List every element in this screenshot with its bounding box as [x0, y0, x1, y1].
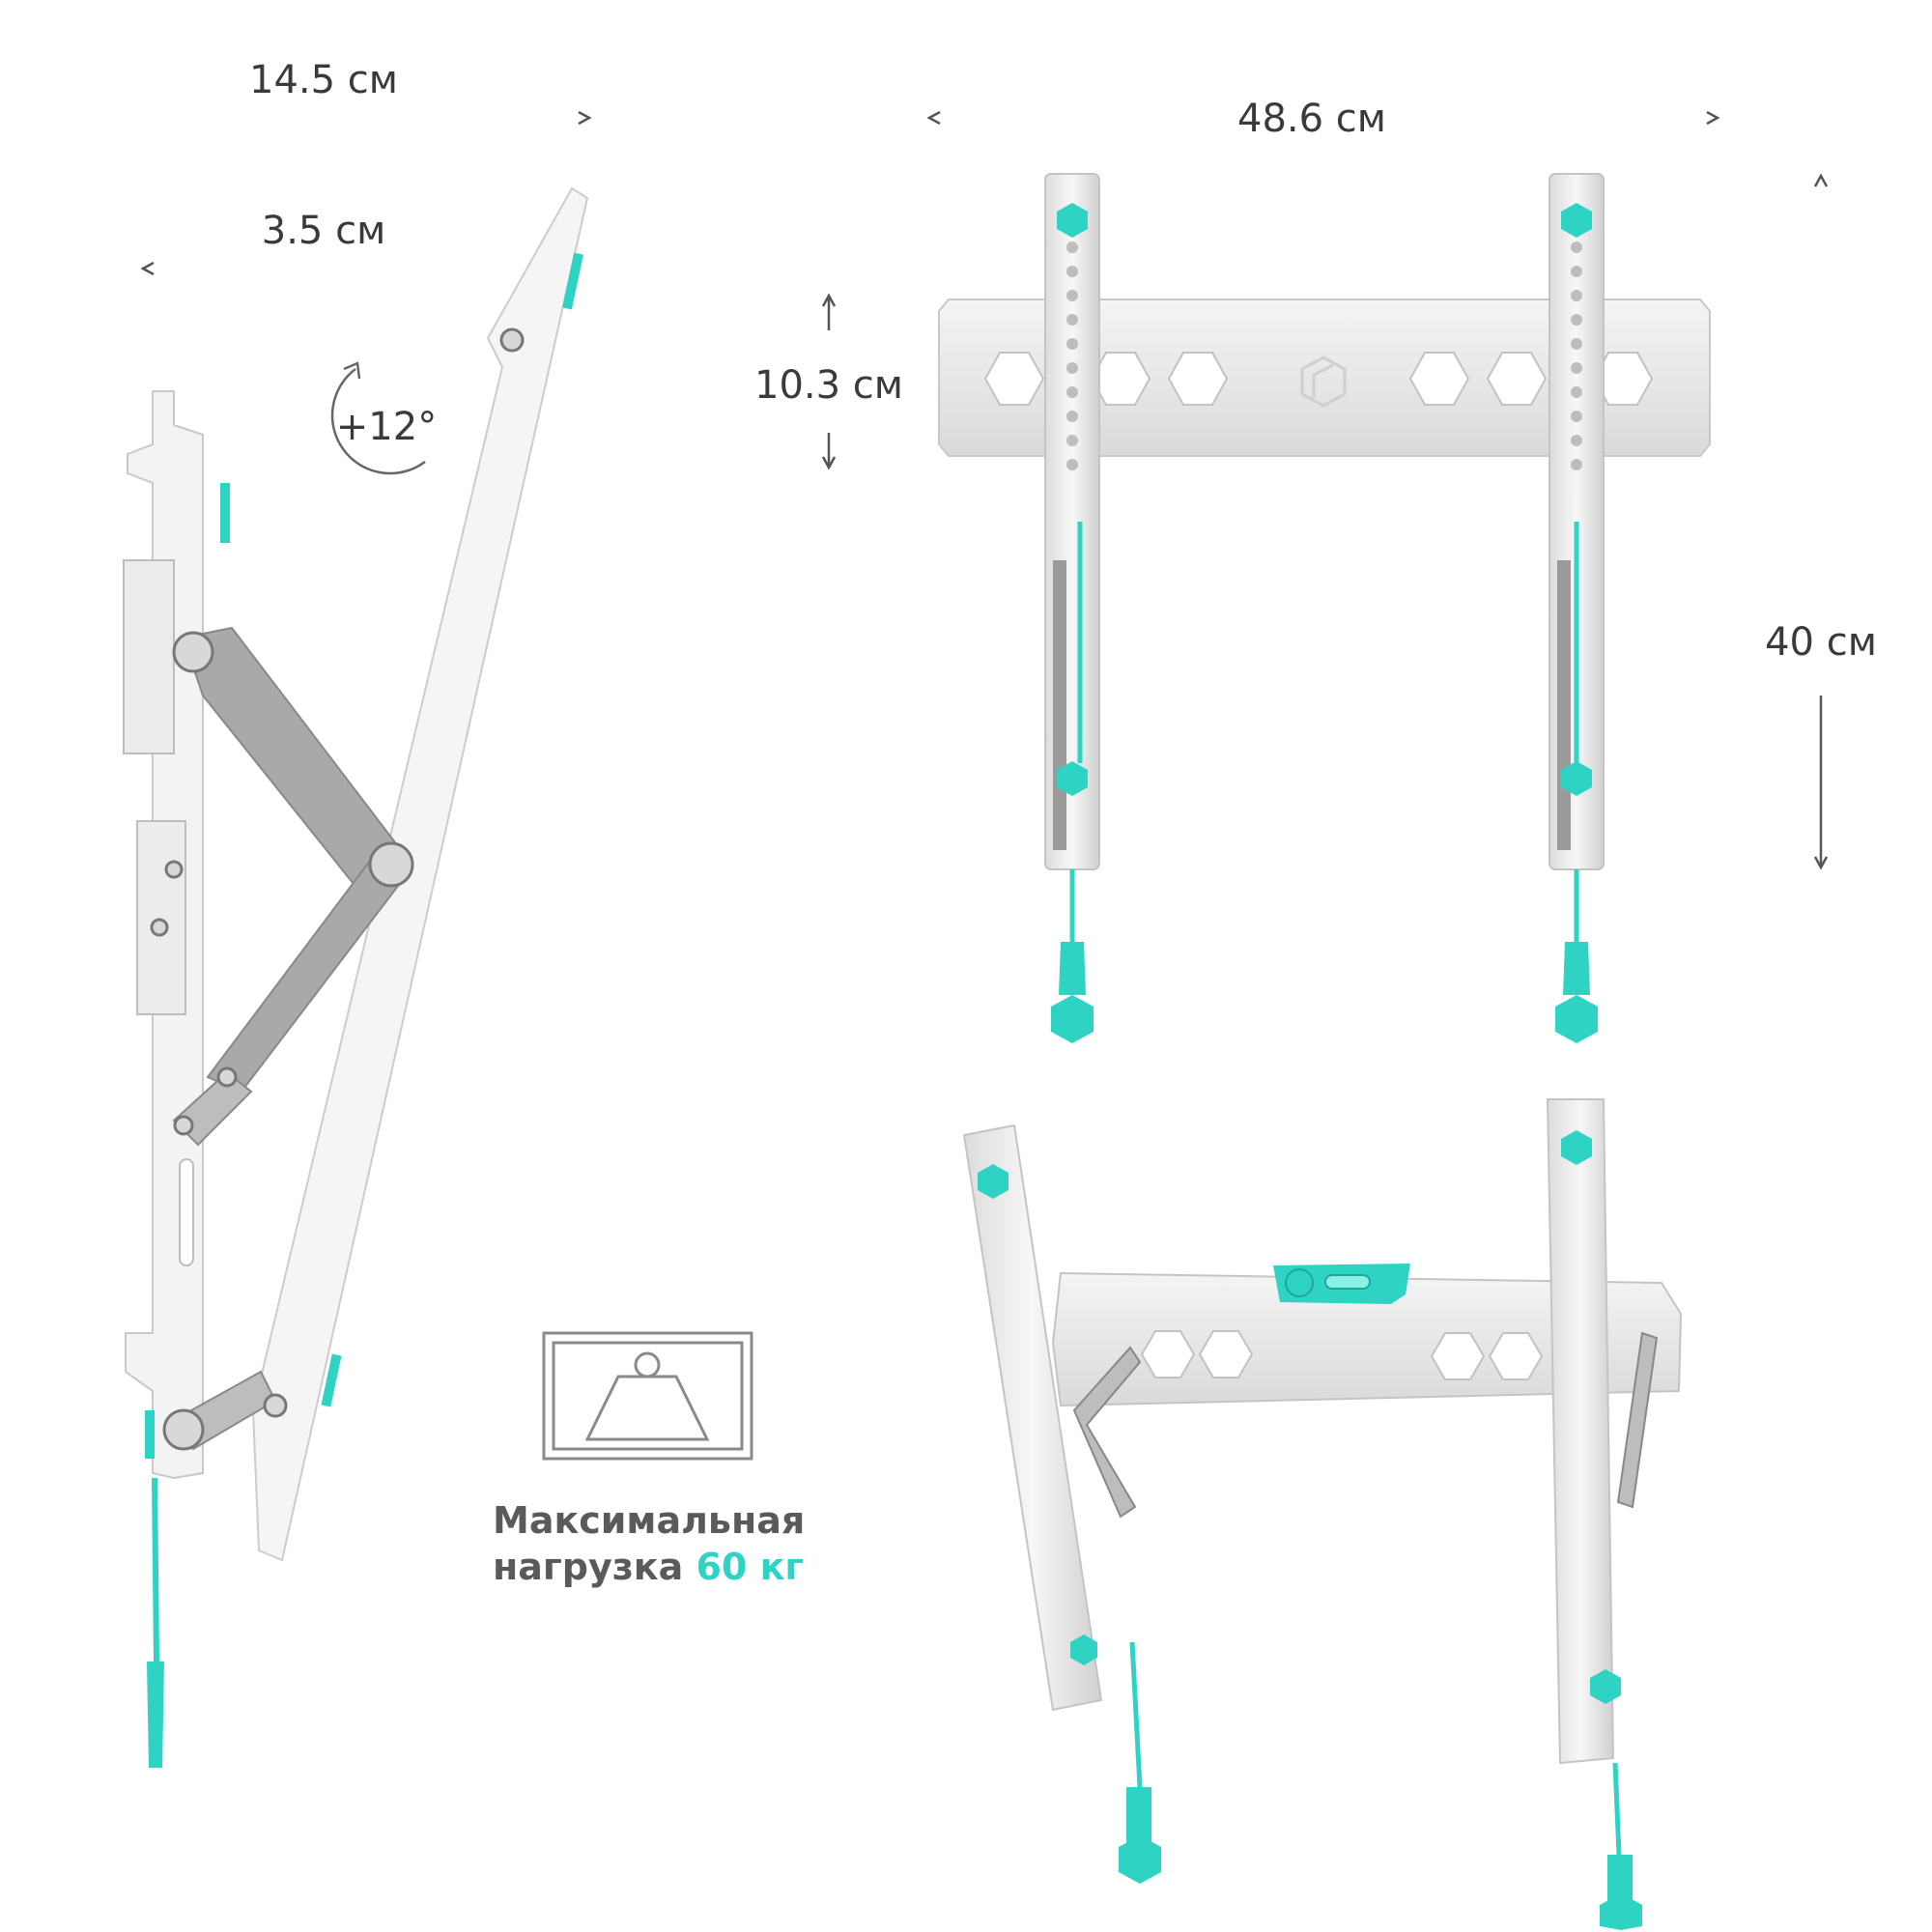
bracket-holes	[1066, 242, 1582, 470]
rail-cutouts	[983, 352, 1654, 406]
safety-caps	[978, 1130, 1621, 1704]
slot	[179, 1158, 194, 1266]
safety-tab	[220, 483, 230, 543]
safety-cords	[1119, 1641, 1642, 1930]
bubble-level-icon	[1273, 1264, 1410, 1304]
weight-icon	[542, 1331, 753, 1461]
max-load-prefix: нагрузка	[493, 1546, 684, 1588]
safety-pull-tab	[147, 1662, 164, 1768]
rail-height-label: 10.3 см	[754, 363, 903, 408]
scissor-arm	[1072, 1346, 1142, 1519]
max-load-value: 60 кг	[696, 1546, 805, 1588]
max-load-caption: Максимальная нагрузка 60 кг	[493, 1497, 805, 1590]
safety-caps	[1057, 203, 1592, 796]
brand-logo	[1300, 355, 1347, 408]
tv-bracket-right	[1546, 1098, 1615, 1765]
safety-cords	[1051, 869, 1598, 1043]
safety-tab	[145, 1410, 155, 1459]
tilt-label: +12°	[336, 405, 437, 449]
scissor-arm	[1616, 1331, 1659, 1509]
wall-rail	[938, 298, 1711, 457]
side-view: 14.5 см 3.5 см +12°	[123, 58, 589, 1768]
width-label: 48.6 см	[1237, 97, 1386, 141]
max-load-line1: Максимальная	[493, 1499, 806, 1542]
front-view: 48.6 см 10.3 см 40 см	[754, 97, 1877, 1043]
max-load-line2: нагрузка 60 кг	[493, 1544, 805, 1590]
safety-tab	[321, 1353, 342, 1407]
safety-tab	[562, 252, 583, 310]
perspective-view	[962, 1098, 1683, 1930]
wall-clip	[123, 559, 175, 754]
tv-plate	[251, 186, 589, 1562]
height-label: 40 см	[1765, 620, 1877, 665]
tv-bracket-left	[962, 1123, 1103, 1712]
wall-clip	[136, 820, 186, 1015]
pivot-bolts	[150, 327, 525, 1451]
rail-cutouts	[1140, 1330, 1544, 1380]
scissor-arm	[182, 626, 403, 891]
depth-min-label: 3.5 см	[262, 209, 386, 253]
depth-max-label: 14.5 см	[249, 58, 398, 102]
safety-cord	[152, 1477, 159, 1662]
rotate-arrow-icon	[330, 361, 426, 475]
